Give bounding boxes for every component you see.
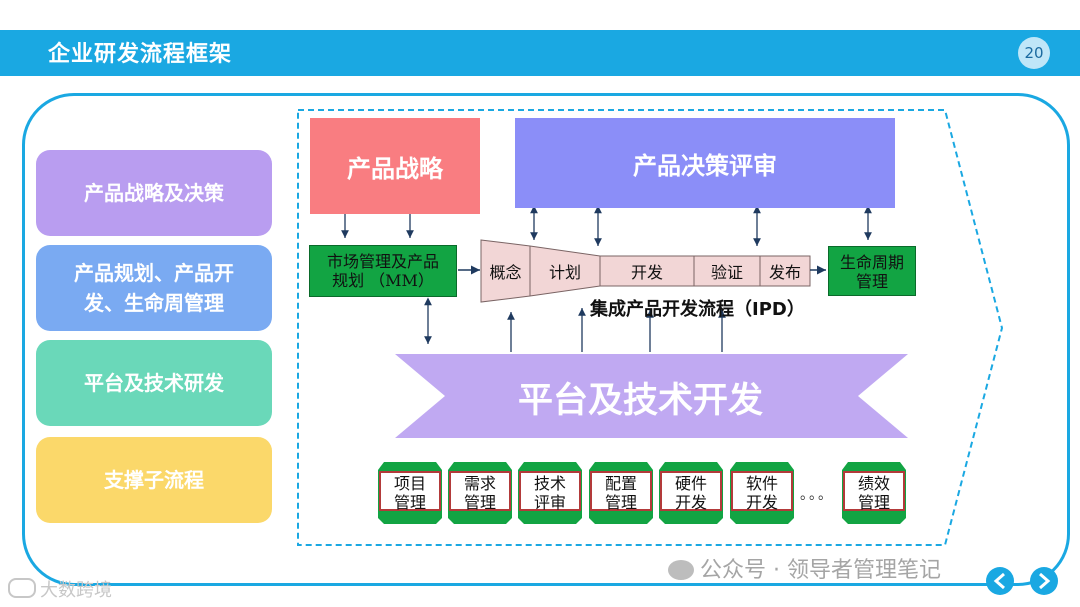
module-config: 配置管理 (590, 471, 652, 512)
stage-release: 发布 (768, 263, 801, 282)
sidebar-item-label: 产品规划、产品开发、生命周管理 (74, 261, 234, 315)
sidebar-item-platform: 平台及技术研发 (36, 340, 272, 426)
product-strategy-box: 产品战略 (310, 118, 480, 214)
sidebar-item-label: 支撑子流程 (104, 468, 204, 492)
outer-frame (22, 93, 1070, 586)
sidebar-item-label: 平台及技术研发 (84, 371, 224, 395)
prev-page-icon (986, 567, 1014, 595)
module-software: 软件开发 (731, 471, 793, 512)
ipd-label: 集成产品开发流程（IPD） (590, 299, 805, 320)
module-hardware: 硬件开发 (660, 471, 722, 512)
module-line2: 管理 (463, 493, 496, 512)
module-line1: 绩效 (857, 474, 890, 493)
sidebar-item-strategy: 产品战略及决策 (36, 150, 272, 236)
wechat-watermark: 公众号 · 领导者管理笔记 (668, 552, 941, 584)
lifecycle-box: 生命周期 管理 (828, 246, 916, 296)
module-line2: 管理 (604, 493, 637, 512)
header-bar (0, 30, 1080, 76)
module-line1: 软件 (745, 474, 778, 493)
module-line1: 硬件 (674, 474, 707, 493)
platform-ribbon (395, 354, 908, 438)
module-performance: 绩效管理 (843, 471, 905, 512)
stage-develop: 开发 (630, 263, 663, 282)
stage-plan: 计划 (548, 263, 581, 282)
market-mgmt-line1: 市场管理及产品 (326, 252, 439, 271)
page-title: 企业研发流程框架 (48, 42, 233, 67)
module-ellipsis: 。。。 (800, 487, 834, 503)
wechat-watermark-text: 公众号 · 领导者管理笔记 (700, 558, 941, 583)
sidebar-item-product: 产品规划、产品开发、生命周管理 (36, 245, 272, 331)
module-line2: 开发 (674, 493, 707, 512)
sidebar-item-label: 产品战略及决策 (84, 181, 224, 205)
module-tech-review: 技术评审 (519, 471, 581, 512)
corner-watermark-text: 大数跨境 (40, 580, 112, 601)
module-line1: 项目 (393, 474, 426, 493)
wechat-icon (668, 560, 694, 580)
module-requirements: 需求管理 (449, 471, 511, 512)
market-management-box: 市场管理及产品 规划 （MM） (309, 245, 457, 297)
sidebar-item-support: 支撑子流程 (36, 437, 272, 523)
platform-label: 平台及技术开发 (518, 381, 764, 421)
stage-concept: 概念 (489, 263, 522, 282)
next-page-icon (1030, 567, 1058, 595)
stage-verify: 验证 (710, 263, 743, 282)
module-line2: 管理 (393, 493, 426, 512)
module-line2: 评审 (533, 493, 566, 512)
decision-review-box: 产品决策评审 (515, 118, 895, 208)
corner-logo-icon (8, 578, 36, 598)
ipd-funnel (480, 239, 811, 303)
page-number: 20 (1018, 37, 1050, 69)
module-line2: 管理 (857, 493, 890, 512)
corner-watermark: 大数跨境 (8, 576, 112, 602)
module-line2: 开发 (745, 493, 778, 512)
module-line1: 配置 (604, 474, 637, 493)
module-line1: 需求 (463, 474, 496, 493)
lifecycle-line2: 管理 (855, 272, 888, 291)
lifecycle-line1: 生命周期 (839, 253, 904, 272)
module-line1: 技术 (533, 474, 566, 493)
market-mgmt-line2: 规划 （MM） (332, 271, 434, 290)
module-project: 项目管理 (379, 471, 441, 512)
diagram-dashed-outline (297, 109, 1004, 546)
